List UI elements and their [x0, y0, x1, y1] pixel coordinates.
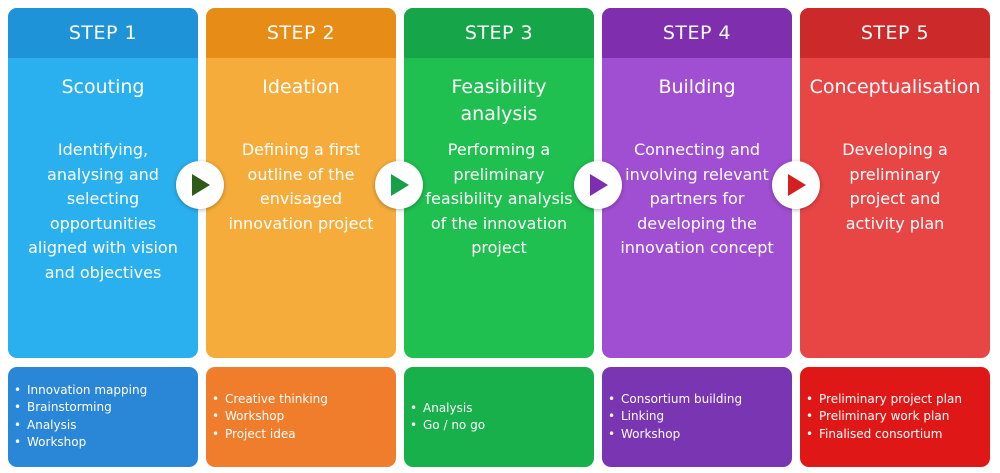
step-2-panel: STEP 2 Ideation Defining a first outline… [206, 8, 396, 358]
step-5-label: STEP 5 [800, 8, 990, 58]
step-4-activities-list: Consortium building Linking Workshop [602, 367, 792, 443]
play-arrow-icon [788, 174, 806, 196]
step-3-description: Performing a preliminary feasibility ana… [425, 140, 573, 257]
step-4-activities-card: Consortium building Linking Workshop [602, 367, 792, 467]
step-3-activities-list: Analysis Go / no go [404, 367, 594, 435]
step-1-activity: Analysis [8, 417, 198, 435]
step-5-activity: Preliminary project plan [800, 391, 990, 409]
step-1-title: Scouting [61, 76, 145, 98]
connector-1-2 [176, 161, 224, 209]
step-5-activities-list: Preliminary project plan Preliminary wor… [800, 367, 990, 443]
step-4-activity: Consortium building [602, 391, 792, 409]
step-1-activities-card: Innovation mapping Brainstorming Analysi… [8, 367, 198, 467]
step-5-activity: Finalised consortium [800, 426, 990, 444]
step-4-label: STEP 4 [602, 8, 792, 58]
step-5-title: Conceptualisation [809, 76, 981, 98]
step-2-activities-list: Creative thinking Workshop Project idea [206, 367, 396, 443]
step-1-label: STEP 1 [8, 8, 198, 58]
step-4-activity: Linking [602, 408, 792, 426]
step-5-description: Developing a preliminary project and act… [842, 140, 948, 233]
connector-2-3 [375, 161, 423, 209]
step-2-label: STEP 2 [206, 8, 396, 58]
step-2-activity: Workshop [206, 408, 396, 426]
step-1-activity: Brainstorming [8, 399, 198, 417]
step-4-activity: Workshop [602, 426, 792, 444]
step-5-panel: STEP 5 Conceptualisation Developing a pr… [800, 8, 990, 358]
play-arrow-icon [391, 174, 409, 196]
step-2-title: Ideation [262, 76, 340, 98]
step-3-activities-card: Analysis Go / no go [404, 367, 594, 467]
step-3-activity: Analysis [404, 400, 594, 418]
step-5-activities-card: Preliminary project plan Preliminary wor… [800, 367, 990, 467]
play-arrow-icon [590, 174, 608, 196]
step-1-activity: Workshop [8, 434, 198, 452]
step-1-description: Identifying, analysing and selecting opp… [28, 140, 178, 282]
step-1-activity: Innovation mapping [8, 382, 198, 400]
step-3-panel: STEP 3 Feasibility analysis Performing a… [404, 8, 594, 358]
step-3-label: STEP 3 [404, 8, 594, 58]
step-3-activity: Go / no go [404, 417, 594, 435]
step-4-description: Connecting and involving relevant partne… [620, 140, 774, 257]
step-2-activity: Project idea [206, 426, 396, 444]
step-4-panel: STEP 4 Building Connecting and involving… [602, 8, 792, 358]
step-2-description: Defining a first outline of the envisage… [228, 140, 374, 233]
step-5-activity: Preliminary work plan [800, 408, 990, 426]
step-1-panel: STEP 1 Scouting Identifying, analysing a… [8, 8, 198, 358]
connector-3-4 [574, 161, 622, 209]
step-2-activities-card: Creative thinking Workshop Project idea [206, 367, 396, 467]
step-3-title: Feasibility analysis [451, 76, 547, 125]
connector-4-5 [772, 161, 820, 209]
step-2-activity: Creative thinking [206, 391, 396, 409]
step-1-activities-list: Innovation mapping Brainstorming Analysi… [8, 367, 198, 451]
step-4-title: Building [658, 76, 736, 98]
play-arrow-icon [192, 174, 210, 196]
